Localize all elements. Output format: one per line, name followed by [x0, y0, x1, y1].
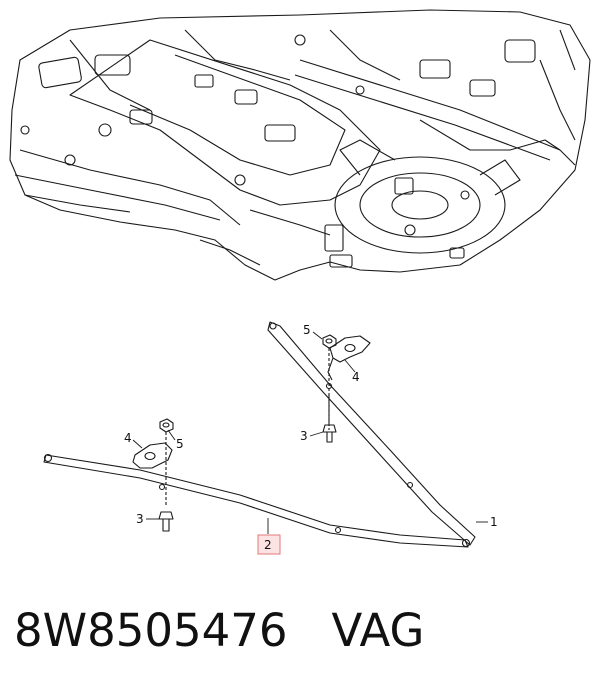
strut-right-top-hole: [269, 322, 277, 330]
brace-assembly: [43, 321, 476, 548]
callout-1: 1: [490, 515, 498, 529]
strut-right: [267, 321, 476, 546]
strut-left-mid-hole: [158, 483, 166, 491]
vendor-name: VAG: [331, 604, 425, 657]
callout-3-lower: 3: [136, 512, 144, 526]
bolt-lower: [158, 511, 174, 520]
callout-2: 2: [264, 538, 272, 552]
bolt-upper: [322, 424, 337, 433]
callout-4-upper: 4: [352, 370, 360, 384]
strut-left-end-hole: [43, 453, 53, 463]
callout-5-upper: 5: [303, 323, 311, 337]
callout-3-upper: 3: [300, 429, 308, 443]
callout-5-lower: 5: [176, 437, 184, 451]
callouts: 1 2 3 3 4 4 5 5: [124, 323, 498, 555]
bracket-upper: [329, 335, 371, 363]
leader-lines: [132, 331, 488, 534]
part-caption: 8W8505476 VAG: [14, 604, 424, 668]
strut-left: [43, 454, 469, 548]
part-number: 8W8505476: [14, 604, 288, 657]
callout-4-lower: 4: [124, 431, 132, 445]
nut-upper: [322, 334, 337, 349]
nut-lower: [159, 418, 174, 433]
bracket-lower: [132, 442, 173, 469]
bracket-lower-hole: [144, 451, 156, 461]
callout-2-highlight: [257, 534, 281, 555]
strut-left-mid-hole-2: [334, 526, 342, 534]
strut-right-mid-hole-2: [406, 481, 414, 489]
vehicle-underbody-illustration: [9, 9, 591, 281]
bracket-upper-hole: [344, 343, 356, 353]
strut-junction-hole: [461, 538, 471, 548]
